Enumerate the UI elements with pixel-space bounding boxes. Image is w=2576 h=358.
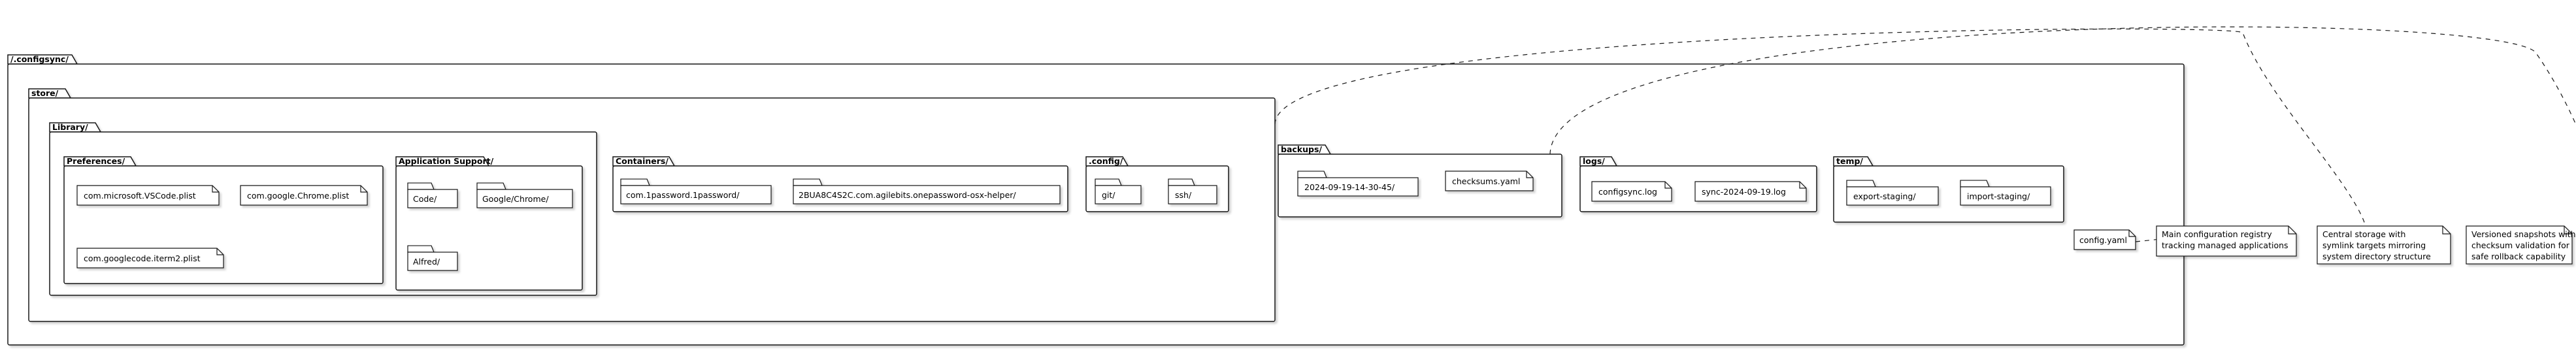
- folder-label: 2BUA8C4S2C.com.agilebits.onepassword-osx…: [799, 190, 1016, 200]
- folder-node: com.1password.1password/: [620, 178, 772, 204]
- connector-store-note: [1274, 28, 2366, 227]
- package-store-label: store/: [31, 88, 59, 98]
- package-temp-label: temp/: [1836, 156, 1863, 166]
- note-config-line-2: tracking managed applications: [2162, 240, 2288, 250]
- folder-label: Code/: [413, 194, 437, 204]
- file-label: sync-2024-09-19.log: [1702, 187, 1786, 197]
- package-library-label: Library/: [52, 122, 88, 132]
- connector-backups-note: [1549, 26, 2576, 155]
- folder-node: import-staging/: [1960, 180, 2051, 206]
- folder-label: import-staging/: [1967, 191, 2030, 201]
- folder-label: git/: [1102, 190, 1115, 200]
- file-node: sync-2024-09-19.log: [1694, 181, 1807, 202]
- package-config-label: .config/: [1089, 156, 1123, 166]
- note-backups-line-2: checksum validation for: [2471, 240, 2570, 250]
- package-preferences-label: Preferences/: [67, 156, 125, 166]
- package-backups-label: backups/: [1281, 144, 1322, 154]
- note-store: Central storage with symlink targets mir…: [2317, 225, 2451, 265]
- file-node: checksums.yaml: [1445, 171, 1534, 191]
- config-yaml-file: config.yaml: [2073, 229, 2136, 250]
- folder-node: git/: [1095, 178, 1142, 204]
- file-label: com.google.Chrome.plist: [247, 191, 349, 201]
- note-store-line-2: symlink targets mirroring: [2322, 240, 2426, 250]
- folder-node: export-staging/: [1846, 180, 1939, 206]
- package-application-support-label: Application Support/: [399, 156, 494, 166]
- note-config-line-1: Main configuration registry: [2162, 229, 2272, 239]
- folder-node: Alfred/: [407, 245, 458, 271]
- file-label: configsync.log: [1598, 187, 1657, 197]
- note-backups-line-1: Versioned snapshots with: [2471, 229, 2576, 239]
- folder-node: 2BUA8C4S2C.com.agilebits.onepassword-osx…: [793, 178, 1061, 204]
- note-backups: Versioned snapshots with checksum valida…: [2466, 225, 2576, 265]
- note-backups-line-3: safe rollback capability: [2471, 252, 2566, 261]
- note-store-line-1: Central storage with: [2322, 229, 2405, 239]
- file-label: config.yaml: [2079, 235, 2127, 245]
- folder-label: ssh/: [1175, 190, 1192, 200]
- package-configsync-label: /.configsync/: [10, 54, 69, 64]
- note-store-line-3: system directory structure: [2322, 252, 2431, 261]
- folder-node: 2024-09-19-14-30-45/: [1297, 171, 1419, 197]
- folder-node: ssh/: [1168, 178, 1217, 204]
- file-label: com.microsoft.VSCode.plist: [84, 191, 196, 201]
- package-logs-label: logs/: [1583, 156, 1605, 166]
- file-node: com.microsoft.VSCode.plist: [76, 185, 220, 206]
- package-containers-label: Containers/: [616, 156, 669, 166]
- folder-node: Google/Chrome/: [476, 182, 573, 208]
- folder-label: 2024-09-19-14-30-45/: [1304, 182, 1395, 192]
- folder-label: Alfred/: [413, 257, 440, 267]
- file-node: com.google.Chrome.plist: [240, 185, 368, 206]
- package-temp: temp/: [1833, 156, 2064, 223]
- folder-label: export-staging/: [1853, 191, 1916, 201]
- package-backups: backups/: [1278, 144, 1562, 218]
- file-label: com.googlecode.iterm2.plist: [84, 253, 201, 263]
- file-node: configsync.log: [1591, 181, 1672, 202]
- folder-node: Code/: [407, 182, 458, 208]
- file-node: com.googlecode.iterm2.plist: [76, 248, 224, 268]
- note-config: Main configuration registry tracking man…: [2156, 225, 2297, 257]
- folder-label: Google/Chrome/: [482, 194, 549, 204]
- folder-label: com.1password.1password/: [626, 190, 740, 200]
- file-label: checksums.yaml: [1452, 176, 1520, 186]
